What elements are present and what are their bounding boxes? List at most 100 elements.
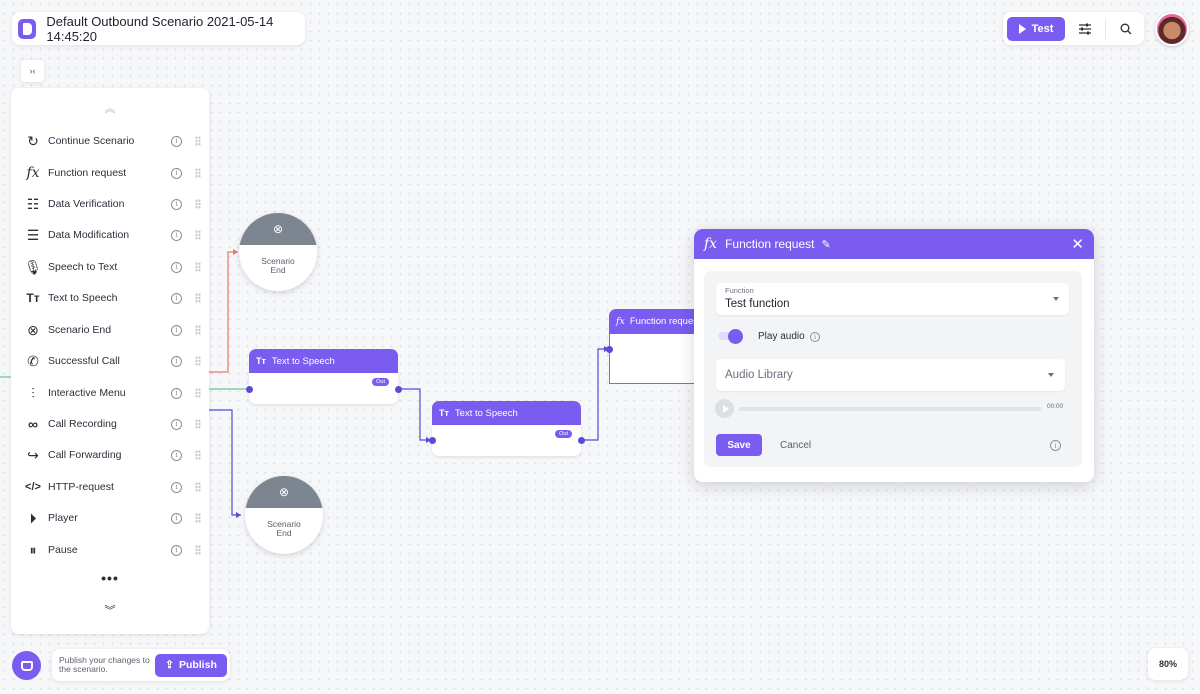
app-logo[interactable] — [18, 18, 37, 39]
successful-call-icon: ✆ — [27, 352, 39, 369]
publish-button[interactable]: ⇪ Publish — [155, 653, 227, 677]
drag-handle-icon[interactable] — [195, 293, 201, 303]
info-icon[interactable]: i — [1050, 440, 1061, 451]
drag-handle-icon[interactable] — [195, 136, 201, 146]
scenario-end-node[interactable]: ⊗ Scenario End — [239, 213, 317, 291]
voicemail-icon: ∞ — [28, 416, 38, 432]
function-request-node[interactable]: fx Function request — [609, 309, 697, 334]
palette-item-player[interactable]: ⏵ Player i — [23, 506, 201, 530]
text-to-speech-node[interactable]: Tт Text to Speech Out — [432, 401, 581, 456]
info-icon[interactable]: i — [171, 544, 182, 556]
function-icon: fx — [616, 316, 625, 327]
scenario-title[interactable]: Default Outbound Scenario 2021-05-14 14:… — [46, 13, 274, 44]
drag-handle-icon[interactable] — [195, 168, 201, 178]
info-icon[interactable]: i — [171, 481, 182, 493]
info-icon[interactable]: i — [171, 355, 182, 367]
palette-item-data-modification[interactable]: ☰ Data Modification i — [23, 223, 201, 247]
palette-item-continue-scenario[interactable]: ↻ Continue Scenario i — [23, 129, 201, 153]
node-title: Function request — [629, 316, 697, 327]
drag-handle-icon[interactable] — [195, 388, 201, 398]
speech-to-text-icon: 🎙 — [24, 258, 42, 275]
info-icon[interactable]: i — [171, 167, 182, 179]
output-port[interactable] — [578, 437, 585, 444]
drag-handle-icon[interactable] — [195, 450, 201, 460]
chat-icon — [20, 660, 33, 671]
play-audio-toggle[interactable] — [718, 329, 744, 344]
palette-item-data-verification[interactable]: ☷ Data Verification i — [23, 192, 201, 216]
text-to-speech-icon: Tт — [256, 356, 266, 366]
more-blocks-icon[interactable]: ••• — [101, 570, 119, 586]
node-body: Out — [432, 425, 581, 456]
info-icon[interactable]: i — [171, 512, 182, 524]
palette-item-speech-to-text[interactable]: 🎙 Speech to Text i — [23, 255, 201, 279]
settings-sliders-button[interactable] — [1071, 15, 1099, 43]
drag-handle-icon[interactable] — [195, 199, 201, 209]
input-port[interactable] — [606, 346, 613, 353]
audio-time: 00:00 — [1047, 403, 1064, 410]
node-label: Scenario End — [267, 519, 301, 538]
info-icon[interactable]: i — [171, 135, 182, 147]
audio-library-select[interactable]: Audio Library — [716, 359, 1065, 391]
data-modification-icon: ☰ — [26, 226, 40, 243]
publish-button-label: Publish — [178, 659, 217, 671]
drag-handle-icon[interactable] — [195, 262, 201, 272]
panel-title: Function request — [725, 237, 815, 251]
drag-handle-icon[interactable] — [195, 419, 201, 429]
close-icon[interactable]: ✕ — [1071, 236, 1084, 253]
drag-handle-icon[interactable] — [195, 230, 201, 240]
drag-handle-icon[interactable] — [195, 513, 201, 523]
zoom-level[interactable]: 80% — [1148, 648, 1188, 680]
test-button-label: Test — [1031, 22, 1054, 35]
palette-item-call-forwarding[interactable]: ↪ Call Forwarding i — [23, 443, 201, 467]
info-icon[interactable]: i — [171, 387, 182, 399]
input-port[interactable] — [246, 386, 253, 393]
drag-handle-icon[interactable] — [195, 325, 201, 335]
palette-item-pause[interactable]: ⏸ Pause i — [23, 538, 201, 562]
node-header: Tт Text to Speech — [249, 349, 398, 373]
input-port[interactable] — [429, 437, 436, 444]
info-icon[interactable]: i — [171, 418, 182, 430]
palette-item-interactive-menu[interactable]: ⫶ Interactive Menu i — [23, 381, 201, 405]
info-icon[interactable]: i — [171, 449, 182, 461]
scroll-up-icon[interactable]: ︽ — [104, 103, 116, 115]
collapse-palette-button[interactable]: ›‹ — [21, 60, 44, 82]
function-select[interactable]: Function Test function — [716, 283, 1069, 315]
edit-pencil-icon[interactable]: ✎ — [821, 238, 831, 251]
chat-button[interactable] — [12, 651, 41, 680]
collapse-icon: ›‹ — [29, 66, 36, 76]
test-button[interactable]: Test — [1007, 16, 1065, 41]
audio-play-button[interactable] — [715, 399, 734, 418]
sliders-icon — [1079, 23, 1091, 34]
drag-handle-icon[interactable] — [195, 482, 201, 492]
info-icon[interactable]: i — [171, 198, 182, 210]
palette-item-function-request[interactable]: fx Function request i — [23, 161, 201, 185]
scenario-title-bar: Default Outbound Scenario 2021-05-14 14:… — [12, 12, 305, 45]
save-button[interactable]: Save — [716, 434, 762, 456]
cancel-button[interactable]: Cancel — [780, 439, 812, 451]
publish-panel: Publish your changes to the scenario. ⇪ … — [52, 649, 230, 681]
palette-item-scenario-end[interactable]: ⊗ Scenario End i — [23, 318, 201, 342]
scenario-end-node[interactable]: ⊗ Scenario End — [245, 476, 323, 554]
text-to-speech-node[interactable]: Tт Text to Speech Out — [249, 349, 398, 404]
function-select-label: Function — [725, 286, 754, 295]
user-avatar[interactable] — [1155, 12, 1189, 46]
info-icon[interactable]: i — [171, 292, 182, 304]
palette-item-text-to-speech[interactable]: Tт Text to Speech i — [23, 286, 201, 310]
audio-progress-track[interactable] — [739, 407, 1041, 411]
palette-item-call-recording[interactable]: ∞ Call Recording i — [23, 412, 201, 436]
drag-handle-icon[interactable] — [195, 356, 201, 366]
info-icon[interactable]: i — [810, 332, 820, 342]
info-icon[interactable]: i — [171, 261, 182, 273]
info-icon[interactable]: i — [171, 324, 182, 336]
palette-item-successful-call[interactable]: ✆ Successful Call i — [23, 349, 201, 373]
code-icon: </> — [25, 481, 41, 493]
drag-handle-icon[interactable] — [195, 545, 201, 555]
function-icon: fx — [704, 236, 718, 252]
info-icon[interactable]: i — [171, 229, 182, 241]
palette-item-http-request[interactable]: </> HTTP-request i — [23, 475, 201, 499]
search-button[interactable] — [1112, 15, 1140, 43]
output-port[interactable] — [395, 386, 402, 393]
publish-hint: Publish your changes to the scenario. — [59, 654, 150, 674]
scroll-down-icon[interactable]: ︾ — [104, 605, 116, 617]
